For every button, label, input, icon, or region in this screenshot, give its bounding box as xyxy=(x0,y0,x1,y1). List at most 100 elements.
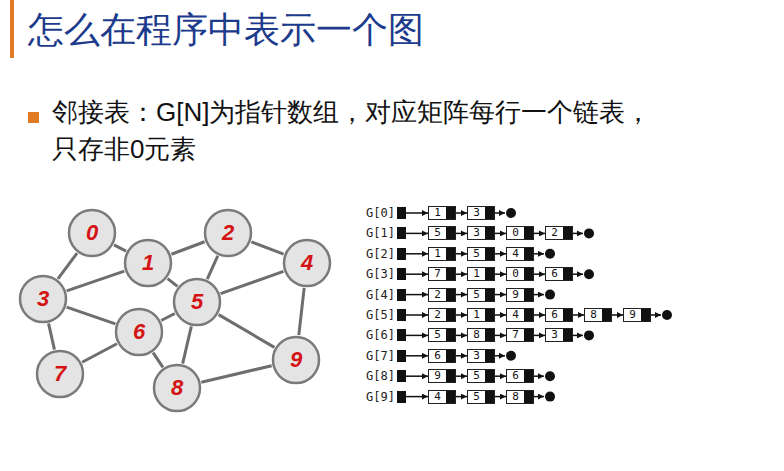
graph-edge xyxy=(299,288,304,335)
graph-edge xyxy=(201,366,271,383)
list-value: 2 xyxy=(429,309,446,321)
list-value: 1 xyxy=(429,207,446,219)
null-pointers xyxy=(495,213,661,397)
list-value: 4 xyxy=(429,391,446,403)
next-cell xyxy=(446,207,455,219)
list-value: 0 xyxy=(507,268,524,280)
list-arrow xyxy=(456,314,467,316)
head-pointer: G[5] xyxy=(366,307,406,323)
head-pointer: G[6] xyxy=(366,327,406,343)
list-arrow xyxy=(456,375,467,377)
list-node: 4 xyxy=(428,390,456,404)
list-value: 5 xyxy=(468,248,485,260)
pointer-cell xyxy=(397,391,406,403)
list-node: 3 xyxy=(467,349,495,363)
vertex-number: 8 xyxy=(171,375,183,401)
list-value: 8 xyxy=(507,391,524,403)
list-value: 8 xyxy=(585,309,602,321)
vertex-number: 5 xyxy=(191,289,203,315)
list-value: 9 xyxy=(624,309,641,321)
next-cell xyxy=(446,227,455,239)
list-value: 5 xyxy=(429,227,446,239)
list-value: 1 xyxy=(468,268,485,280)
list-value: 3 xyxy=(468,350,485,362)
head-label: G[7] xyxy=(366,349,395,363)
list-arrow xyxy=(534,314,545,316)
list-arrow xyxy=(406,212,428,214)
list-node: 1 xyxy=(428,206,456,220)
bullet-text: 邻接表：G[N]为指针数组，对应矩阵每行一个链表，只存非0元素 xyxy=(52,94,672,168)
next-cell xyxy=(485,329,494,341)
list-arrow xyxy=(495,294,506,296)
list-value: 7 xyxy=(429,268,446,280)
list-value: 9 xyxy=(507,289,524,301)
list-node: 8 xyxy=(584,308,612,322)
head-label: G[2] xyxy=(366,247,395,261)
head-label: G[3] xyxy=(366,267,395,281)
graph-edge xyxy=(153,353,163,368)
pointer-cell xyxy=(397,370,406,382)
next-cell xyxy=(446,289,455,301)
list-value: 6 xyxy=(429,350,446,362)
next-cell xyxy=(563,227,572,239)
pointer-cell xyxy=(397,309,406,321)
list-node: 1 xyxy=(467,267,495,281)
next-cell xyxy=(446,248,455,260)
list-node: 1 xyxy=(467,308,495,322)
vertex-number: 4 xyxy=(301,250,313,276)
list-node: 3 xyxy=(467,206,495,220)
list-value: 4 xyxy=(507,248,524,260)
list-value: 6 xyxy=(546,309,563,321)
list-value: 6 xyxy=(546,268,563,280)
list-value: 5 xyxy=(468,391,485,403)
pointer-cell xyxy=(397,329,406,341)
vertex-circle: 8 xyxy=(152,363,202,413)
list-value: 8 xyxy=(468,329,485,341)
list-value: 5 xyxy=(468,370,485,382)
next-cell xyxy=(602,309,611,321)
graph-edge xyxy=(207,256,218,279)
list-arrow xyxy=(495,314,506,316)
head-pointer: G[0] xyxy=(366,205,406,221)
list-arrow xyxy=(406,375,428,377)
vertex-number: 0 xyxy=(86,220,98,246)
vertex-circle: 7 xyxy=(35,349,85,399)
list-value: 6 xyxy=(507,370,524,382)
list-arrow xyxy=(406,253,428,255)
list-value: 2 xyxy=(429,289,446,301)
vertex-number: 6 xyxy=(133,319,145,345)
vertex-number: 2 xyxy=(222,220,234,246)
head-label: G[1] xyxy=(366,226,395,240)
next-cell xyxy=(485,207,494,219)
list-arrow xyxy=(406,335,428,337)
vertex-circle: 5 xyxy=(172,277,222,327)
list-node: 9 xyxy=(428,369,456,383)
head-pointer: G[2] xyxy=(366,246,406,262)
list-arrow xyxy=(406,355,428,357)
list-arrow xyxy=(456,233,467,235)
next-cell xyxy=(524,289,533,301)
list-node: 7 xyxy=(428,267,456,281)
list-arrow xyxy=(456,273,467,275)
next-cell xyxy=(563,329,572,341)
next-cell xyxy=(485,289,494,301)
head-pointer: G[1] xyxy=(366,225,406,241)
list-node: 5 xyxy=(467,390,495,404)
graph-edge xyxy=(183,326,192,363)
list-arrow xyxy=(406,314,428,316)
vertex-circle: 1 xyxy=(123,238,173,288)
list-value: 5 xyxy=(429,329,446,341)
list-arrow xyxy=(495,233,506,235)
next-cell xyxy=(485,268,494,280)
list-value: 3 xyxy=(546,329,563,341)
list-node: 9 xyxy=(506,288,534,302)
next-cell xyxy=(524,268,533,280)
head-label: G[4] xyxy=(366,288,395,302)
pointer-cell xyxy=(397,289,406,301)
list-node: 4 xyxy=(506,247,534,261)
head-label: G[9] xyxy=(366,390,395,404)
list-value: 3 xyxy=(468,207,485,219)
next-cell xyxy=(641,309,650,321)
pointer-cell xyxy=(397,350,406,362)
head-pointer: G[3] xyxy=(366,266,406,282)
